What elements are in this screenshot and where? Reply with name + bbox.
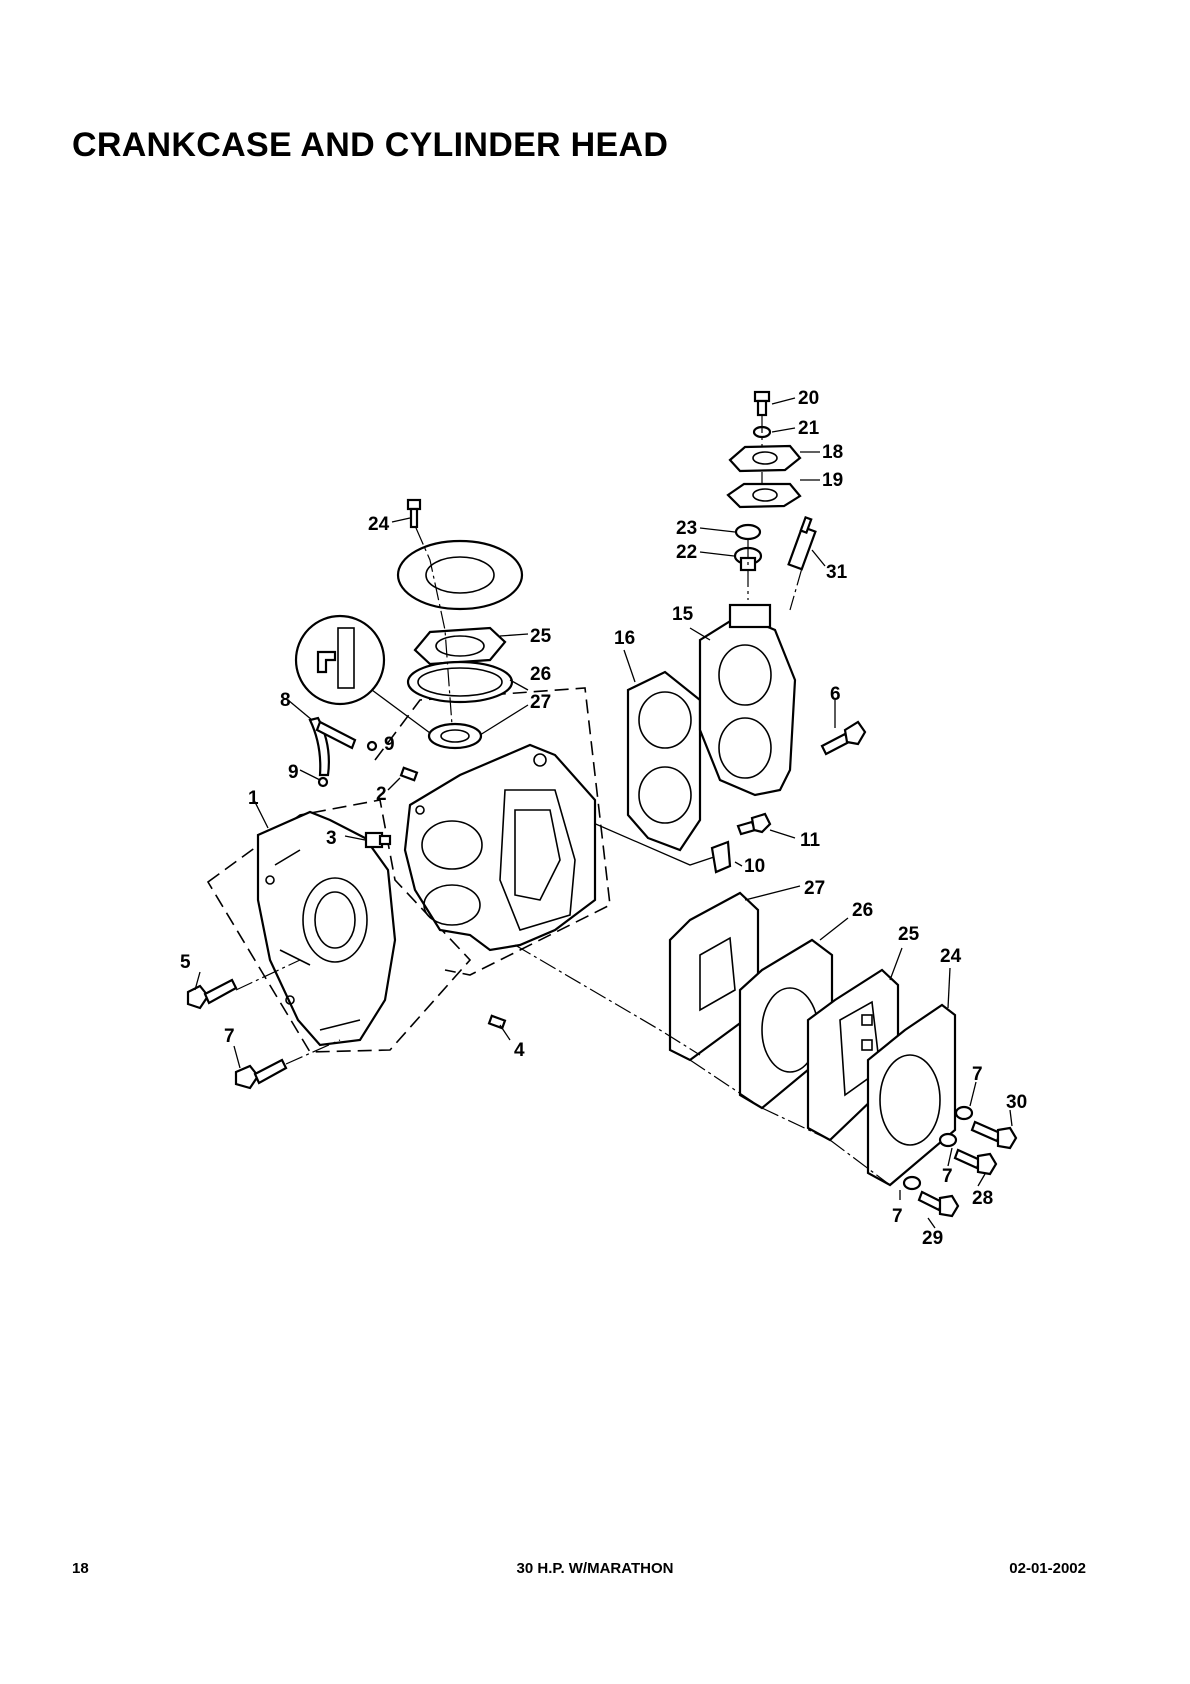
callout-5-left: 5 [180, 952, 191, 973]
thermostat-cover-14 [728, 444, 802, 473]
exhaust-cover-24 [866, 1003, 957, 1187]
exhaust-gasket-25 [806, 968, 900, 1142]
bolt-6 [234, 1058, 288, 1090]
bolt-11 [736, 812, 772, 836]
bracket-10 [710, 840, 732, 874]
washer-19 [734, 523, 762, 541]
spark-plug-31 [787, 515, 817, 571]
footer-page-number: 18 [72, 1560, 89, 1577]
callout-17: 21 [798, 418, 820, 439]
callout-30: 30 [1006, 1092, 1027, 1113]
callout-7a: 7 [972, 1064, 983, 1085]
washer-7c [902, 1175, 922, 1191]
callout-9-upper: 9 [384, 734, 395, 755]
callout-12: 15 [672, 604, 694, 625]
callout-7c: 7 [892, 1206, 903, 1227]
callout-22: 26 [530, 664, 551, 685]
bearing-cap-21 [413, 626, 507, 666]
callout-8: 8 [280, 690, 291, 711]
callout-29: 29 [922, 1228, 943, 1249]
callout-5-right: 6 [830, 684, 841, 705]
clamp-9 [317, 776, 329, 788]
callout-19: 23 [676, 518, 697, 539]
callout-10: 10 [744, 856, 765, 877]
callout-26: 26 [852, 900, 873, 921]
washer-7a [954, 1105, 974, 1121]
callout-13: 16 [614, 628, 635, 649]
crankcase-block [403, 743, 597, 952]
bolt-20 [406, 498, 422, 529]
bolt-5-right [820, 720, 867, 756]
washer-7b [938, 1132, 958, 1148]
callout-24: 24 [940, 946, 962, 967]
callout-23: 27 [530, 692, 551, 713]
callout-16: 20 [798, 388, 819, 409]
callout-7b: 7 [942, 1166, 953, 1187]
callout-21: 25 [530, 626, 552, 647]
callout-11: 11 [800, 830, 821, 851]
callout-27: 27 [804, 878, 825, 899]
bolt-5-left [186, 978, 238, 1010]
callout-25: 25 [898, 924, 920, 945]
callout-2: 2 [376, 784, 387, 805]
dowel-pin-4 [487, 1014, 507, 1030]
callout-28: 28 [972, 1188, 993, 1209]
callout-15: 19 [822, 470, 843, 491]
seal-23 [427, 722, 483, 750]
clamp-9b [366, 740, 378, 752]
footer-model: 30 H.P. W/MARATHON [516, 1560, 674, 1577]
cylinder-head-12 [698, 603, 797, 797]
callout-20: 24 [368, 514, 390, 535]
callout-14: 18 [822, 442, 843, 463]
callout-9-lower: 9 [288, 762, 299, 783]
callout-3: 3 [326, 828, 337, 849]
upper-plate [396, 539, 524, 611]
bolt-29 [917, 1190, 960, 1218]
callout-4: 4 [514, 1040, 525, 1061]
fitting-3 [364, 831, 392, 849]
dowel-pin-2 [399, 766, 419, 782]
callout-6: 7 [224, 1026, 235, 1047]
hose-detail-inset [294, 614, 431, 734]
gasket-15 [726, 482, 802, 509]
bolt-16 [753, 390, 771, 417]
o-ring-22 [406, 660, 514, 704]
bolt-30 [970, 1120, 1018, 1150]
footer-date: 02-01-2002 [1009, 1560, 1086, 1577]
callout-1: 1 [248, 788, 259, 809]
head-gasket-13 [626, 670, 702, 852]
bolt-28 [953, 1148, 998, 1176]
page-title: CRANKCASE AND CYLINDER HEAD [72, 126, 669, 164]
callout-18: 22 [676, 542, 697, 563]
exhaust-gasket-27 [668, 891, 760, 1062]
crankcase-cover [256, 810, 397, 1047]
callout-31: 31 [826, 562, 848, 583]
crankcase-block-outline [374, 687, 611, 976]
